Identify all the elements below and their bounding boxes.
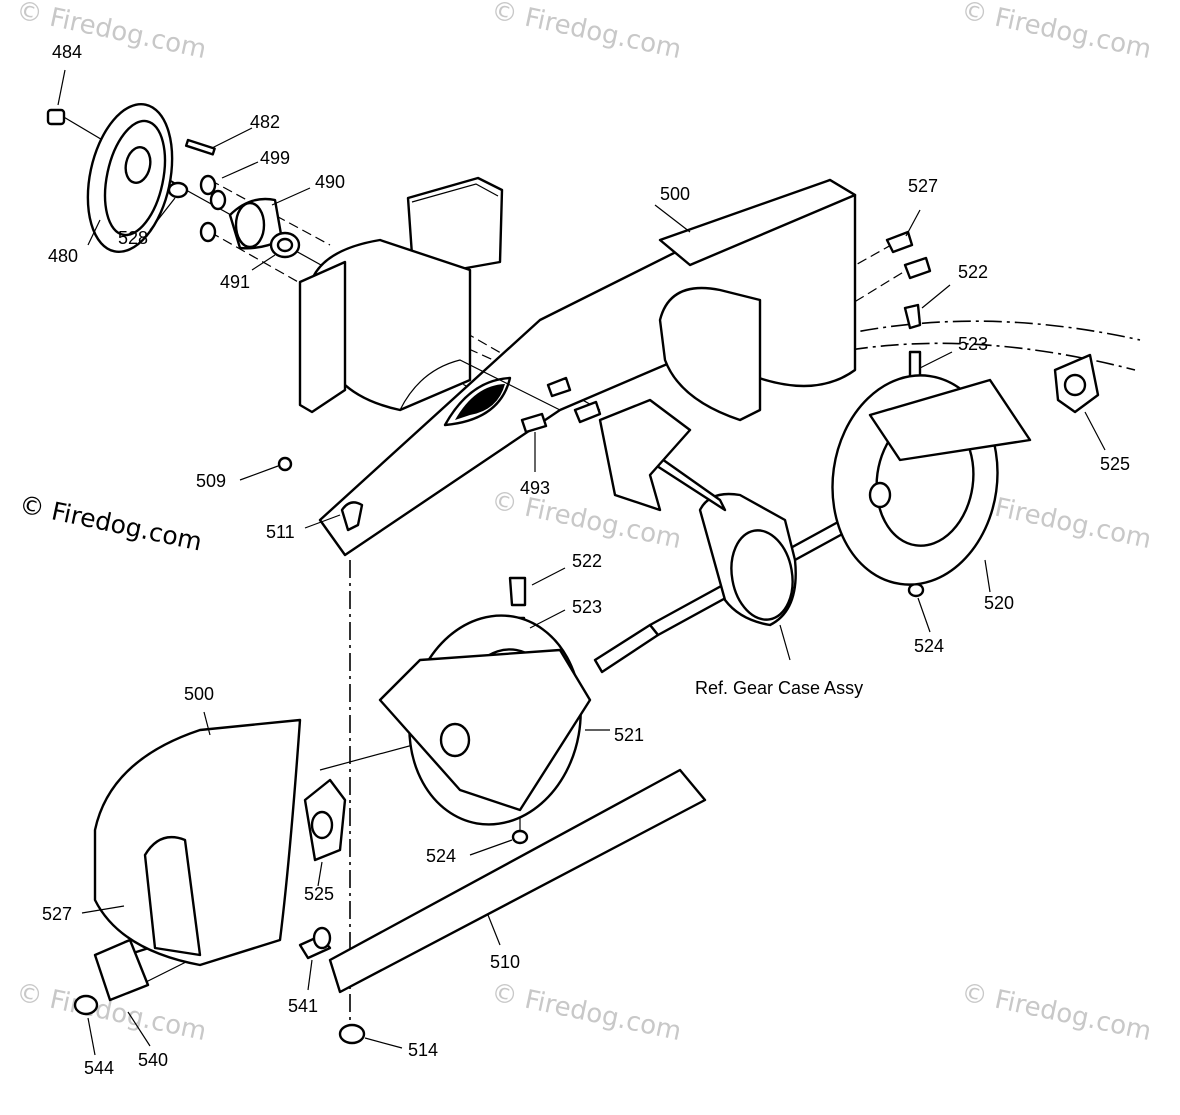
ref-gear-case-label: Ref. Gear Case Assy xyxy=(695,678,863,698)
auger-housing-lower[interactable] xyxy=(93,718,302,967)
callout-541: 541 xyxy=(288,996,318,1016)
watermark: © Firedog.com xyxy=(489,978,684,1048)
callout-509: 509 xyxy=(196,471,226,491)
callout-525-lower: 525 xyxy=(304,884,334,904)
callout-522-upper: 522 xyxy=(958,262,988,282)
callout-527-lower: 527 xyxy=(42,904,72,924)
callout-540: 540 xyxy=(138,1050,168,1070)
watermark-dark: © Firedog.com xyxy=(17,490,205,557)
callout-525-upper: 525 xyxy=(1100,454,1130,474)
impeller-paddle[interactable] xyxy=(598,398,692,512)
callout-labels: 484 482 499 490 480 528 491 500 527 522 … xyxy=(42,42,1130,1078)
callout-491: 491 xyxy=(220,272,250,292)
bearing-flange-right[interactable] xyxy=(1053,353,1100,414)
callout-523-upper: 523 xyxy=(958,334,988,354)
callout-520: 520 xyxy=(984,593,1014,613)
callout-523-lower: 523 xyxy=(572,597,602,617)
shave-plate[interactable] xyxy=(328,768,707,994)
callout-524-lower: 524 xyxy=(426,846,456,866)
callout-482: 482 xyxy=(250,112,280,132)
watermark: © Firedog.com xyxy=(489,0,684,65)
callout-500-lower: 500 xyxy=(184,684,214,704)
callout-524-upper: 524 xyxy=(914,636,944,656)
callout-522-lower: 522 xyxy=(572,551,602,571)
auger-left[interactable] xyxy=(378,602,660,838)
watermark: © Firedog.com xyxy=(959,978,1154,1048)
callout-484: 484 xyxy=(52,42,82,62)
pulley[interactable] xyxy=(75,96,184,259)
leader-lines xyxy=(57,69,1106,1056)
callout-514: 514 xyxy=(408,1040,438,1060)
watermark: © Firedog.com xyxy=(14,0,209,65)
callout-493: 493 xyxy=(520,478,550,498)
callout-500-upper: 500 xyxy=(660,184,690,204)
callout-490: 490 xyxy=(315,172,345,192)
auger-right[interactable] xyxy=(819,365,1032,596)
callout-499: 499 xyxy=(260,148,290,168)
callout-528: 528 xyxy=(118,228,148,248)
bearing-flange-left[interactable] xyxy=(303,778,347,862)
watermark: © Firedog.com xyxy=(959,0,1154,65)
auger-housing-upper[interactable] xyxy=(298,176,857,557)
callout-544: 544 xyxy=(84,1058,114,1078)
callout-527-upper: 527 xyxy=(908,176,938,196)
callout-480: 480 xyxy=(48,246,78,266)
callout-510: 510 xyxy=(490,952,520,972)
callout-511: 511 xyxy=(266,522,295,542)
callout-521: 521 xyxy=(614,725,644,745)
skid-shoe[interactable] xyxy=(93,938,150,1002)
gear-case-assy[interactable] xyxy=(633,438,870,637)
